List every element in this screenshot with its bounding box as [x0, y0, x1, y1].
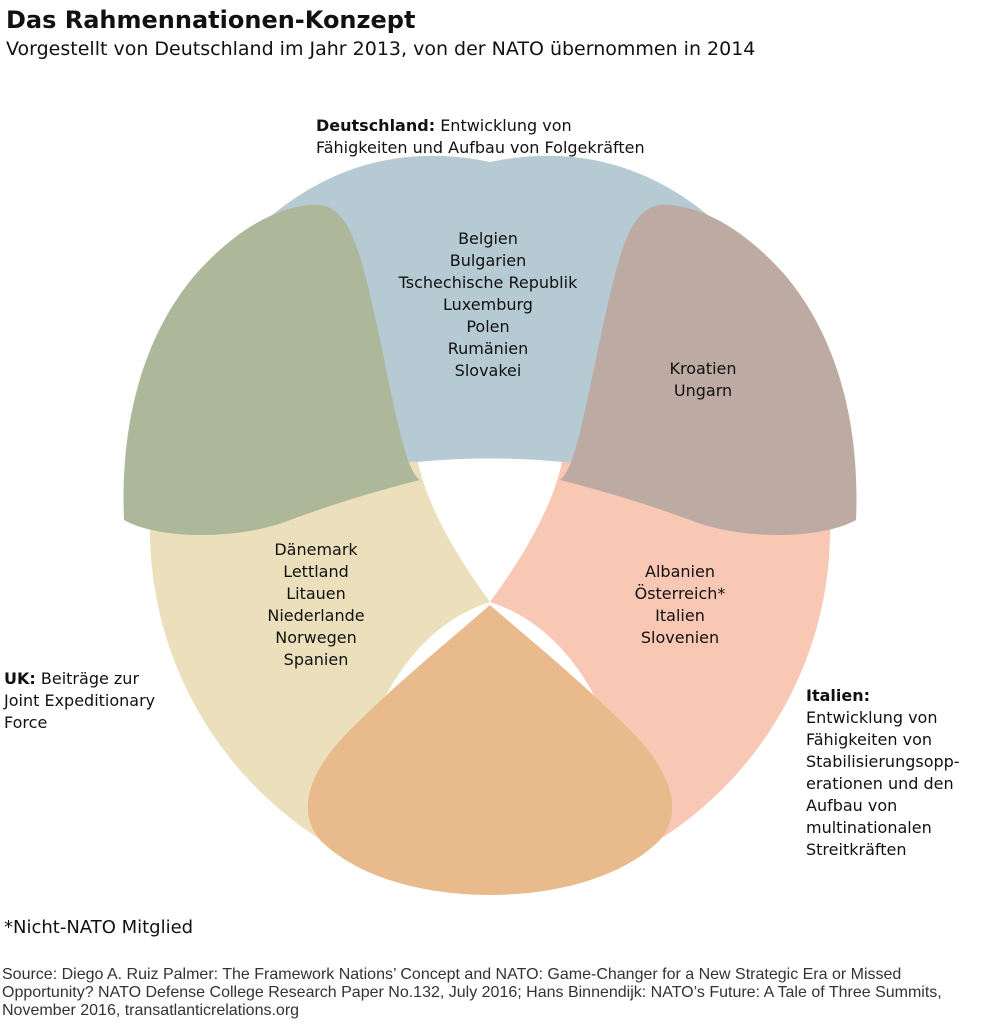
uk-callout-text-line1: Beiträge zur — [40, 669, 140, 688]
uk-italy-overlap-shape — [307, 605, 673, 895]
country-label: Norwegen — [275, 628, 357, 647]
country-label: Spanien — [283, 650, 349, 669]
germany-italy-overlap-countries: Kroatien Ungarn — [628, 358, 778, 402]
diagram-subtitle: Vorgestellt von Deutschland im Jahr 2013… — [6, 38, 756, 60]
country-label: Österreich* — [634, 584, 726, 603]
country-label: Bulgarien — [449, 251, 527, 270]
country-label: Kroatien — [669, 359, 737, 378]
diagram-title: Das Rahmennationen-Konzept — [6, 6, 416, 34]
country-label: Ungarn — [673, 381, 733, 400]
uk-callout: UK: Beiträge zur Joint Expeditionary For… — [4, 668, 155, 734]
italy-callout-line: Entwicklung von — [806, 708, 938, 727]
country-label: Tschechische Republik — [398, 273, 578, 292]
italy-callout-line: Stabilisierungsopp- — [806, 752, 960, 771]
country-label: Polen — [466, 317, 510, 336]
italy-callout-line: Streitkräften — [806, 840, 907, 859]
italy-callout-line: Aufbau von — [806, 796, 898, 815]
italy-callout-line: multinationalen — [806, 818, 932, 837]
germany-callout-text-line2: Fähigkeiten und Aufbau von Folgekräften — [316, 138, 645, 157]
uk-callout-text-line2: Joint Expeditionary — [4, 691, 156, 710]
country-label: Italien — [655, 606, 705, 625]
germany-uk-overlap-shape — [123, 204, 420, 535]
germany-callout-text-line1: Entwicklung von — [440, 116, 572, 135]
country-label: Slovakei — [454, 361, 522, 380]
uk-callout-label: UK: — [4, 669, 36, 688]
country-label: Luxemburg — [443, 295, 533, 314]
country-label: Albanien — [645, 562, 715, 581]
uk-region-countries: Dänemark Lettland Litauen Niederlande No… — [236, 539, 396, 671]
country-label: Rumänien — [447, 339, 529, 358]
country-label: Slovenien — [640, 628, 720, 647]
germany-italy-overlap-shape — [560, 204, 857, 535]
country-label: Belgien — [458, 229, 518, 248]
italy-callout-line: Fähigkeiten von — [806, 730, 933, 749]
italy-callout: Italien: Entwicklung von Fähigkeiten von… — [806, 685, 960, 861]
uk-callout-text-line3: Force — [4, 713, 48, 732]
country-label: Litauen — [286, 584, 346, 603]
country-label: Lettland — [283, 562, 349, 581]
italy-callout-line: erationen und den — [806, 774, 954, 793]
source-citation: Source: Diego A. Ruiz Palmer: The Framew… — [2, 966, 942, 1019]
germany-callout: Deutschland: Entwicklung von Fähigkeiten… — [316, 115, 645, 159]
country-label: Dänemark — [274, 540, 358, 559]
italy-callout-label: Italien: — [806, 686, 871, 705]
germany-region-countries: Belgien Bulgarien Tschechische Republik … — [378, 228, 598, 382]
country-label: Niederlande — [267, 606, 365, 625]
italy-region-countries: Albanien Österreich* Italien Slovenien — [600, 561, 760, 649]
footnote: *Nicht-NATO Mitglied — [4, 917, 194, 938]
germany-callout-label: Deutschland: — [316, 116, 436, 135]
